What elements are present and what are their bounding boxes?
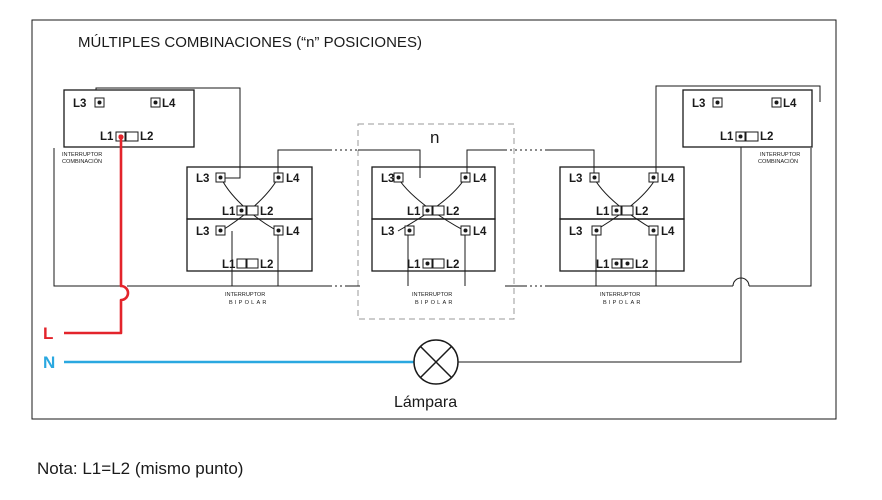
terminal-l2-label: L2: [260, 259, 273, 271]
terminal-l3-label: L3: [73, 98, 86, 110]
terminal-l2-label: L2: [260, 206, 273, 218]
terminal-l4-label: L4: [661, 173, 675, 185]
diagram-title: MÚLTIPLES COMBINACIONES (“n” POSICIONES): [78, 34, 422, 51]
bipolar-switch-left-label-1: INTERRUPTOR: [225, 292, 265, 298]
terminal-l1-label: L1: [407, 206, 421, 218]
n-positions-box: [357, 123, 515, 320]
terminal-l1-label: L1: [222, 206, 236, 218]
line-wire-red: [64, 137, 130, 335]
terminal-l1-label: L1: [222, 259, 236, 271]
wire-bottom-run-5: [749, 148, 812, 287]
terminal-l3-label: L3: [692, 98, 705, 110]
bipolar-switch-right-label-1: INTERRUPTOR: [600, 292, 640, 298]
combination-switch-left-label-1: INTERRUPTOR: [62, 152, 102, 158]
combination-switch-right-label-1: INTERRUPTOR: [760, 152, 800, 158]
terminal-l1-label: L1: [100, 131, 114, 143]
combination-switch-right-label-2: COMBINACIÓN: [758, 158, 798, 165]
terminal-l4-label: L4: [661, 226, 675, 238]
combination-switch-left-label-2: COMBINACIÓN: [62, 158, 102, 165]
neutral-label: N: [43, 353, 55, 372]
bipolar-switch-middle-label-1: INTERRUPTOR: [412, 292, 452, 298]
wire-top-run-2: [358, 149, 421, 178]
terminal-l1-label: L1: [596, 206, 610, 218]
bipolar-switch-right: L3 L4 L1 L2 L3 L4 L1 L2: [559, 166, 685, 272]
diagram-frame: [31, 19, 837, 420]
cross-right-a: [593, 177, 657, 232]
terminal-l4-label: L4: [473, 173, 487, 185]
note-text: Nota: L1=L2 (mismo punto): [37, 459, 244, 478]
terminal-l4-label: L4: [783, 98, 797, 110]
cross-left-a: [220, 177, 279, 232]
terminal-l2-label: L2: [446, 259, 459, 271]
terminal-l3-label: L3: [196, 226, 209, 238]
bipolar-switch-left-label-2: BIPOLAR: [229, 300, 269, 306]
lamp-label: Lámpara: [394, 394, 457, 411]
terminal-l2-label: L2: [760, 131, 773, 143]
wire-left-return: [53, 148, 120, 287]
lamp-icon: [413, 339, 459, 385]
bipolar-switch-left: L3 L4 L1 L2 L3 L4 L1 L2: [186, 166, 313, 272]
terminal-l4-label: L4: [473, 226, 487, 238]
bipolar-switch-right-label-2: BIPOLAR: [603, 300, 643, 306]
wire-top-run-1: [277, 149, 330, 178]
terminal-l4-label: L4: [286, 173, 300, 185]
terminal-l1-label: L1: [596, 259, 610, 271]
cross-left-b: [220, 177, 279, 232]
wire-right-l1-return: [458, 138, 742, 363]
terminal-l2-label: L2: [635, 259, 648, 271]
terminal-l3-label: L3: [569, 226, 582, 238]
terminal-l1-label: L1: [407, 259, 421, 271]
combination-switch-right: L3 L4 L1 L2: [682, 89, 813, 148]
terminal-l2-label: L2: [446, 206, 459, 218]
terminal-l4-label: L4: [162, 98, 176, 110]
terminal-l3-label: L3: [381, 173, 394, 185]
terminal-l3-label: L3: [381, 226, 394, 238]
cross-right-b: [593, 177, 657, 232]
terminal-l3-label: L3: [569, 173, 582, 185]
cross-mid-b: [397, 177, 466, 232]
wire-right-l3: [655, 85, 821, 178]
line-label: L: [43, 324, 53, 343]
cross-mid-a: [397, 177, 466, 232]
wire-top-run-4: [545, 149, 595, 178]
terminal-l3-label: L3: [196, 173, 209, 185]
line-entry-dot: [118, 134, 124, 140]
wire-top-run-3: [466, 149, 505, 178]
bipolar-switch-middle-label-2: BIPOLAR: [415, 300, 455, 306]
terminal-l4-label: L4: [286, 226, 300, 238]
terminal-l2-label: L2: [635, 206, 648, 218]
combination-switch-left: L3 L4 L1 L2: [63, 89, 195, 148]
terminal-l2-label: L2: [140, 131, 153, 143]
terminal-l1-label: L1: [720, 131, 734, 143]
n-label: n: [430, 128, 439, 147]
bipolar-switch-middle: L3 L4 L1 L2 L3 L4 L1 L2: [371, 166, 496, 272]
